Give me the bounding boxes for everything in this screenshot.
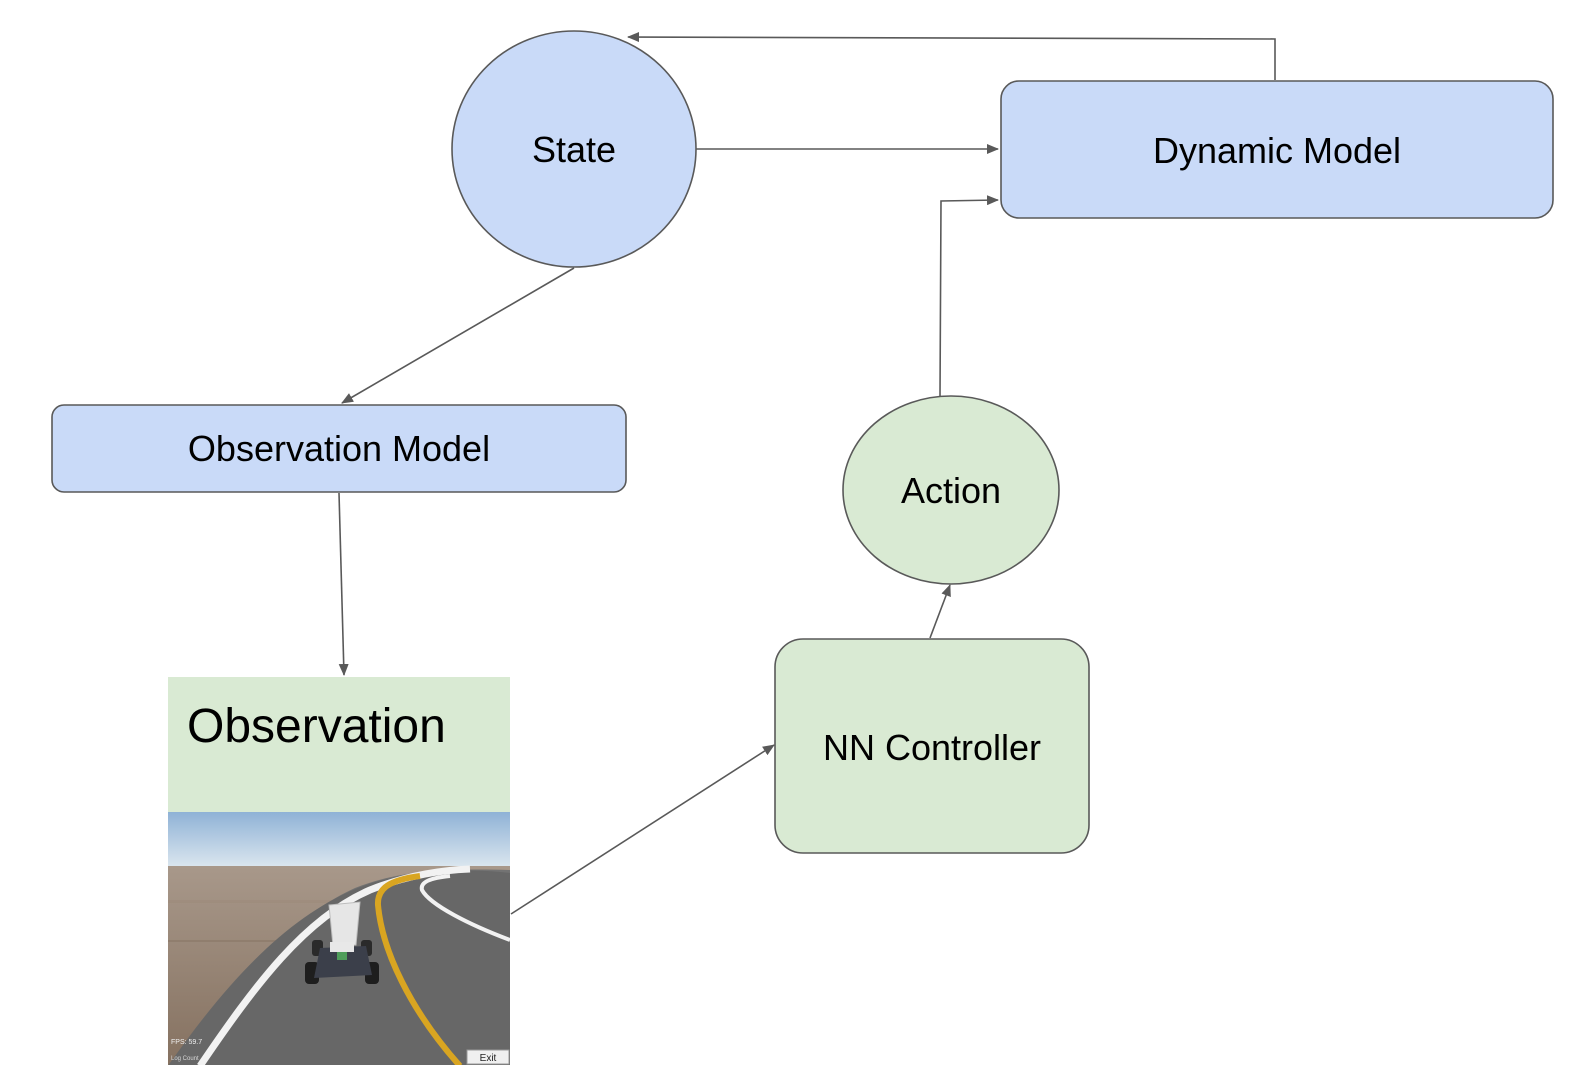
race-car-wheel-rear-left xyxy=(305,962,319,984)
simulator-log-count: Log Count xyxy=(171,1056,199,1062)
nn-controller-node-label: NN Controller xyxy=(823,727,1041,768)
race-car xyxy=(305,901,379,984)
state-node: State xyxy=(451,30,697,268)
race-car-cockpit xyxy=(330,942,354,952)
edge-dynamic-model-to-state xyxy=(627,32,1276,80)
observation-header-panel xyxy=(168,677,510,812)
edge-observation-to-nn-controller xyxy=(510,744,775,915)
nn-controller-node-shape xyxy=(774,638,1090,854)
edge-nn-controller-to-action xyxy=(929,584,951,639)
observation-model-node-label: Observation Model xyxy=(188,428,490,469)
race-car-rear-wing xyxy=(328,901,361,947)
observation-model-node-shape xyxy=(51,404,627,493)
simulator-view: FPS: 59.7 Log Count Exit xyxy=(168,812,510,1065)
road-edge-line-left xyxy=(197,865,471,1065)
state-node-shape xyxy=(451,30,697,268)
action-node: Action xyxy=(842,395,1060,585)
road-center-line xyxy=(375,873,463,1065)
race-car-accent xyxy=(337,952,347,960)
dynamic-model-node: Dynamic Model xyxy=(1000,80,1554,219)
edge-action-to-dynamic-model xyxy=(939,195,999,397)
observation-node: Observation xyxy=(168,677,510,1065)
race-car-body xyxy=(314,946,372,978)
dynamic-model-node-shape xyxy=(1000,80,1554,219)
dynamic-model-node-label: Dynamic Model xyxy=(1153,130,1401,171)
simulator-fps-readout: FPS: 59.7 xyxy=(171,1039,202,1046)
simulator-exit-label: Exit xyxy=(480,1053,497,1064)
road-edge-line-right xyxy=(419,874,510,942)
simulator-sky xyxy=(168,812,510,868)
action-node-shape xyxy=(842,395,1060,585)
observation-node-label: Observation xyxy=(187,700,446,753)
state-node-label: State xyxy=(532,129,616,170)
nn-controller-node: NN Controller xyxy=(774,638,1090,854)
simulator-exit-button[interactable]: Exit xyxy=(466,1049,510,1065)
edge-observation-model-to-observation xyxy=(338,492,349,676)
observation-model-node: Observation Model xyxy=(51,404,627,493)
action-node-label: Action xyxy=(901,470,1001,511)
edge-state-to-observation-model xyxy=(341,267,575,404)
